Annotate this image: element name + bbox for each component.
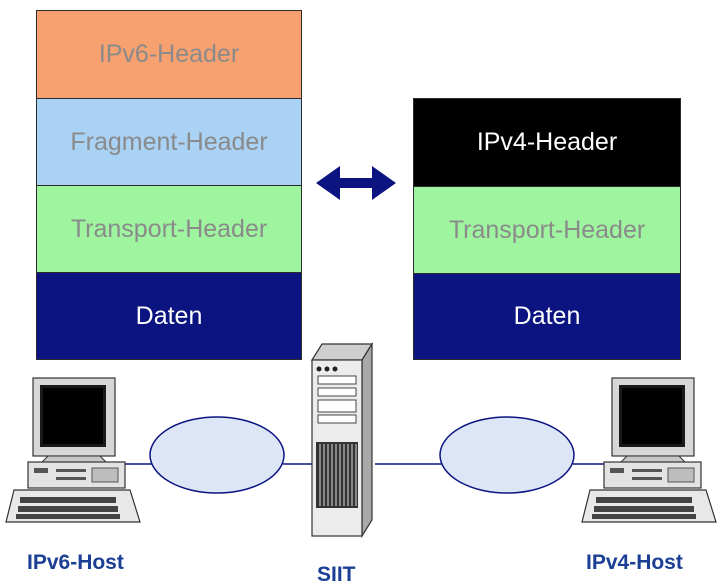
layer-label: IPv6-Header xyxy=(98,40,240,68)
layer-label: Transport-Header xyxy=(448,215,646,244)
ipv6-packet-stack: IPv6-Header Fragment-Header Transport-He… xyxy=(36,10,302,360)
layer-label: Fragment-Header xyxy=(70,127,268,156)
ipv4-packet-stack: IPv4-Header Transport-Header Daten xyxy=(413,98,681,360)
ipv6-header-layer: IPv6-Header xyxy=(37,11,301,98)
layer-label: Daten xyxy=(513,302,581,330)
ipv6-host-label: IPv6-Host xyxy=(27,551,124,574)
ipv4-header-layer: IPv4-Header xyxy=(414,99,680,186)
data-layer: Daten xyxy=(37,272,301,359)
layer-label: IPv4-Header xyxy=(476,128,618,156)
layer-label: Daten xyxy=(135,301,203,330)
siit-server-icon xyxy=(310,341,374,539)
data-layer: Daten xyxy=(414,273,680,359)
fragment-header-layer: Fragment-Header xyxy=(37,98,301,185)
transport-header-layer: Transport-Header xyxy=(37,185,301,272)
ipv6-network-ellipse xyxy=(149,416,285,494)
ipv4-network-ellipse xyxy=(439,416,575,494)
layer-label: Transport-Header xyxy=(70,214,268,243)
ipv6-host-computer-icon xyxy=(5,377,141,523)
translation-arrow-icon xyxy=(316,166,396,200)
ipv4-host-label: IPv4-Host xyxy=(586,551,683,574)
transport-header-layer: Transport-Header xyxy=(414,186,680,273)
ipv4-host-computer-icon xyxy=(581,377,717,523)
siit-label: SIIT xyxy=(317,563,356,586)
